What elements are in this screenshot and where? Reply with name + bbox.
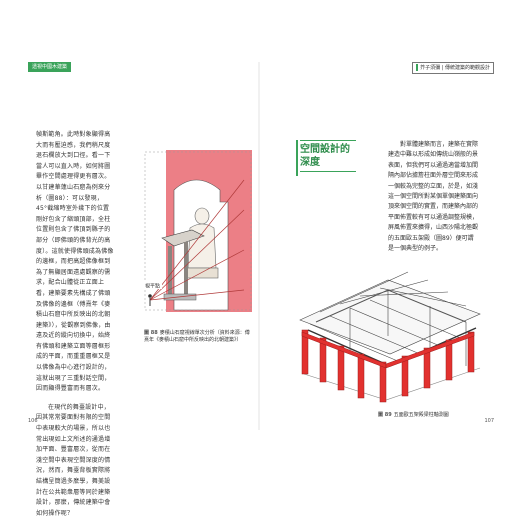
figure-89-number: 圖 89 (378, 412, 392, 418)
exterior-space (144, 150, 166, 312)
grotto-section-diagram: 視平點 (144, 150, 252, 312)
buddha-pedestal (185, 267, 219, 279)
chapter-tag: 透視中國木建築 (28, 62, 72, 72)
column-7 (423, 347, 431, 389)
column-2 (319, 337, 327, 383)
column-8 (445, 339, 453, 381)
red-columns (301, 329, 475, 403)
sight-line-1 (149, 179, 245, 301)
figure-89 (290, 250, 486, 406)
right-page: 芥子須彌 | 傳統建築的範觀設計 空間設計的 深度 對單體建築而言，建築在實際建… (268, 62, 494, 430)
right-page-number: 107 (484, 418, 494, 424)
viewer-head (148, 294, 152, 298)
header-part-2: 傳統建築的範觀設計 (444, 65, 490, 71)
left-paragraph-1: 幀斯範角。此時對象顯得高大而有壓迫感，我們稍尺度退石欄放大到口徑。看一下當人可以… (36, 131, 114, 393)
label-bg (144, 282, 162, 289)
running-header: 芥子須彌 | 傳統建築的範觀設計 (412, 62, 494, 74)
section-title-bar (296, 140, 298, 176)
column-6 (401, 355, 409, 397)
column-4 (357, 353, 365, 399)
book-spread: 透視中國木建築 幀斯範角。此時對象顯得高大而有壓迫感，我們稍尺度退石欄放大到口徑… (28, 62, 494, 517)
timber-frame-axonometric (299, 271, 481, 403)
right-body-text: 對單體建築而言，建築在實際建造中難以形成如傳統山嶺般的景表面，但我們可以通過適當… (388, 141, 479, 253)
figure-88-text: 麥積山石窟視線單次分析（資料來源：傅熹年《麥積山石窟中所反映出的北朝建築》） (144, 330, 250, 343)
header-part-1: 芥子須彌 (420, 65, 441, 71)
figure-88-number: 圖 88 (144, 330, 158, 336)
figure-88: 視平點 (144, 150, 252, 312)
column-1 (301, 329, 309, 375)
section-title: 空間設計的 深度 (300, 140, 356, 172)
front-column-2 (184, 242, 188, 294)
section-title-line-1: 空間設計的 (300, 144, 350, 155)
front-beam-right (385, 331, 475, 369)
figure-89-text: 五面歐五架殿梁柱軸測圖 (393, 412, 449, 418)
header-accent (416, 64, 419, 71)
column-9 (467, 331, 475, 373)
sight-line-3 (149, 249, 245, 301)
sight-line-4 (149, 289, 245, 301)
column-3 (337, 345, 345, 391)
section-title-line-2: 深度 (300, 157, 320, 168)
gutter (258, 62, 260, 430)
front-column-1 (168, 246, 172, 294)
left-page-number: 106 (28, 418, 38, 424)
left-body-text: 幀斯範角。此時對象顯得高大而有壓迫感，我們稍尺度退石欄放大到口徑。看一下當人可以… (36, 130, 114, 527)
roof-frame (299, 279, 481, 355)
left-page: 透視中國木建築 幀斯範角。此時對象顯得高大而有壓迫感，我們稍尺度退石欄放大到口徑… (28, 62, 254, 517)
left-paragraph-2: 在現代的舞臺設計中，因其常常要面對有限的空間中表現較大的場景，所以也常出現如上文… (36, 403, 111, 517)
front-roof (161, 229, 205, 247)
column-5 (379, 361, 387, 403)
sight-line-2 (149, 209, 245, 301)
sight-point-label: 視平點 (145, 283, 160, 290)
buddha-head (194, 207, 210, 225)
